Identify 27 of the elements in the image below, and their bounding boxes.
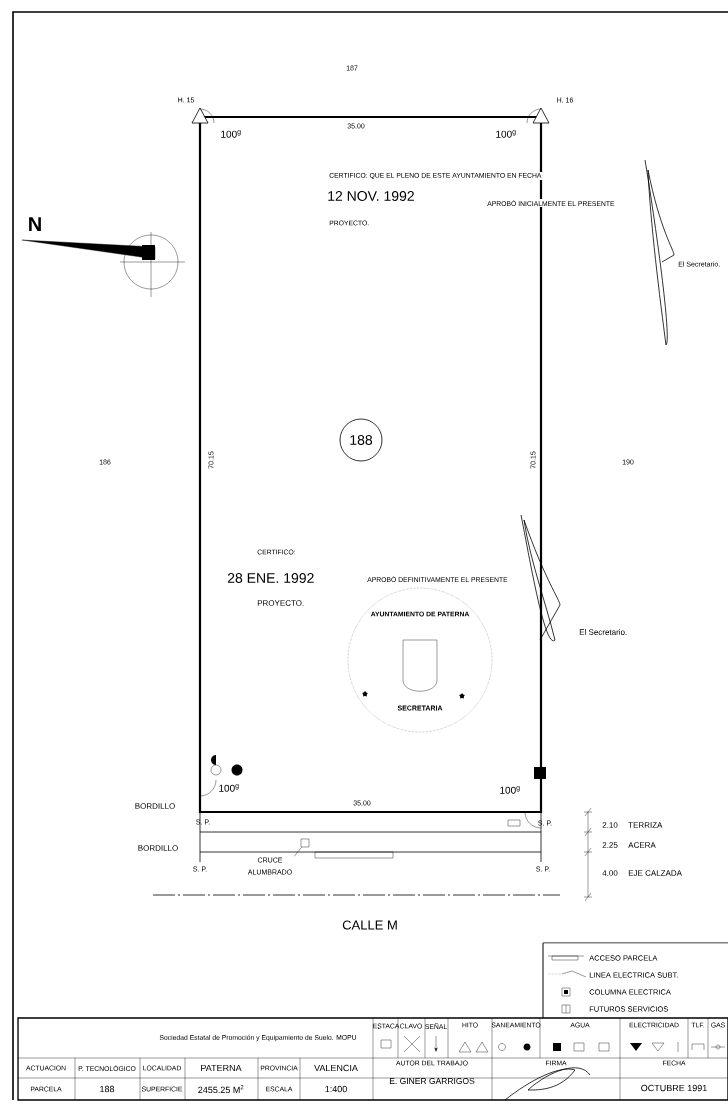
zone-label: TERRIZA <box>628 822 663 828</box>
curb-label: BORDILLO <box>135 803 175 809</box>
zone-label: EJE CALZADA <box>628 870 682 876</box>
street-name: CALLE M <box>342 920 397 930</box>
field-value: 188 <box>100 1085 115 1093</box>
angle-label: 100$^{g}$ <box>221 130 241 138</box>
angle-label: 100$^{g}$ <box>500 786 520 794</box>
field-value: PATERNA <box>201 1064 242 1072</box>
leader-line <box>294 847 302 857</box>
dimension-label: 2.25 <box>602 842 618 848</box>
field-value: OCTUBRE 1991 <box>641 1084 707 1092</box>
field-value: 1:400 <box>325 1085 347 1093</box>
stamp-text: El Secretario. <box>578 628 629 636</box>
field-value: 2455.25 M$^{2}$ <box>198 1084 244 1094</box>
stamp-date: 12 NOV. 1992 <box>328 191 414 201</box>
north-letter: N <box>29 217 41 231</box>
field-value: E. GINER GARRIGOS <box>389 1078 475 1084</box>
curb-label: BORDILLO <box>138 845 178 851</box>
angle-label: 100$^{g}$ <box>496 130 516 138</box>
dimension-label: 4.00 <box>602 870 618 876</box>
zone-label: ACERA <box>628 842 656 848</box>
stamp-date: 28 ENE. 1992 <box>227 573 314 583</box>
dimension-label: 2.10 <box>602 822 618 828</box>
field-value: VALENCIA <box>314 1064 358 1072</box>
angle-label: 100$^{g}$ <box>219 784 239 792</box>
stamp-text: PROYECTO. <box>256 599 306 607</box>
lamp-square <box>300 838 310 848</box>
